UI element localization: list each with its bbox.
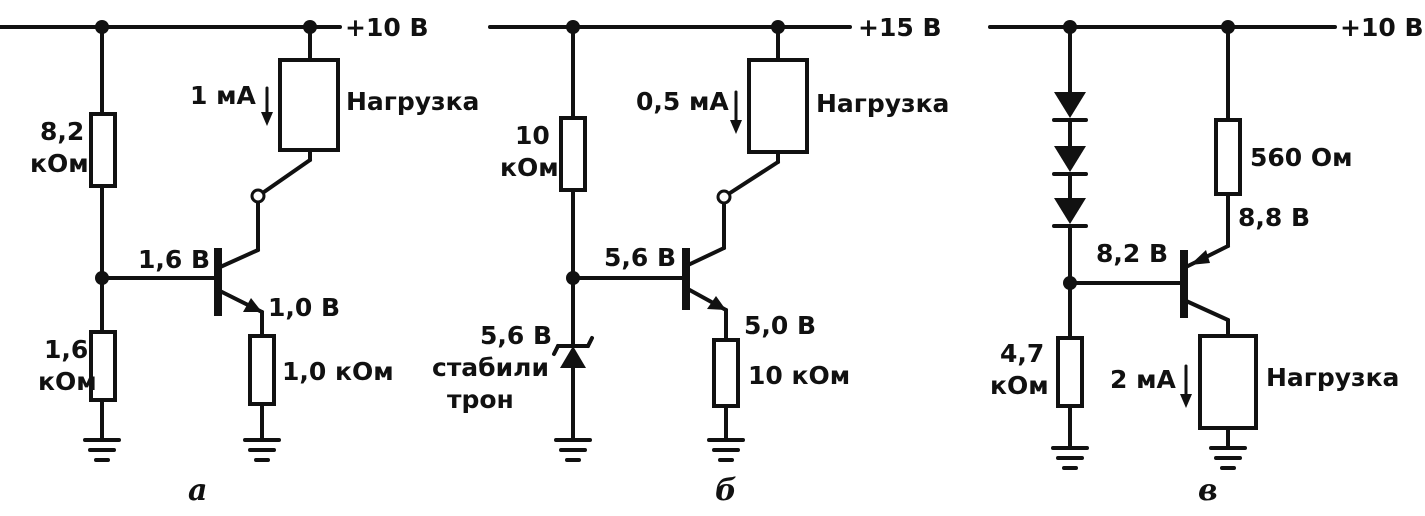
emitter-voltage-label: 1,0 В [268,293,340,322]
pnp-transistor-c [1180,192,1230,338]
resistor-emitter-c [1214,118,1242,196]
resistor-value: 1,6 [44,335,88,364]
circuit-b: +15 В 10 кОм 5,6 В 5,6 В стабили трон 5,… [432,13,949,508]
circuit-c: +10 В 560 Ом 8,8 В 8,2 В 4,7 кОм 2 мА На… [988,13,1424,508]
load-box-c [1198,334,1258,430]
resistor-unit: кОм [38,367,97,396]
emitter-resistor-label: 10 кОм [748,361,850,390]
zener-voltage-label: 5,6 В [480,321,552,350]
switch-arm [262,158,312,194]
emitter-voltage-label: 8,8 В [1238,203,1310,232]
ground-symbol [1051,446,1089,470]
emitter-resistor-label: 560 Ом [1250,143,1353,172]
load-current-label: 1 мА [190,81,257,110]
resistor-emitter-a [248,334,276,406]
caption-a: а [188,473,207,508]
supply-label: +15 В [858,13,942,42]
emitter-voltage-label: 5,0 В [744,311,816,340]
npn-transistor-b [682,200,728,312]
resistor-top-b [559,116,587,192]
resistor-top-a [89,112,117,188]
load-label: Нагрузка [346,87,479,116]
zener-label: стабили [432,353,549,382]
circuit-a: +10 В 8,2 кОм 1,6 кОм 1,6 В 1,0 В 1,0 кО… [0,13,479,508]
diode-2 [1052,146,1088,176]
switch-arm [728,160,780,195]
current-arrow [730,90,742,134]
emitter-resistor-label: 1,0 кОм [282,357,394,386]
supply-label: +10 В [345,13,429,42]
resistor-value: 10 [515,121,550,150]
zener-diode [552,336,594,368]
switch-contact [250,188,266,204]
load-current-label: 0,5 мА [636,87,729,116]
resistor-bottom-c [1056,336,1084,408]
caption-b: б [715,473,737,508]
base-voltage-label: 5,6 В [604,243,676,272]
base-voltage-label: 1,6 В [138,245,210,274]
resistor-bottom-a [89,330,117,402]
resistor-unit: кОм [990,371,1049,400]
resistor-emitter-b [712,338,740,408]
current-arrow [1180,364,1192,408]
resistor-unit: кОм [30,149,89,178]
ground-symbol [554,438,592,462]
resistor-unit: кОм [500,153,559,182]
load-label: Нагрузка [816,89,949,118]
diode-3 [1052,198,1088,228]
current-arrow [261,86,273,126]
resistor-value: 8,2 [40,117,84,146]
supply-label: +10 В [1340,13,1424,42]
npn-transistor-a [214,198,264,316]
ground-symbol [707,438,745,462]
resistor-value: 4,7 [1000,339,1044,368]
load-label: Нагрузка [1266,363,1399,392]
switch-contact [716,189,732,205]
ground-symbol [83,438,121,462]
load-current-label: 2 мА [1110,365,1177,394]
base-voltage-label: 8,2 В [1096,239,1168,268]
load-box-a [278,58,340,152]
diode-1 [1052,92,1088,122]
ground-symbol [1209,446,1247,470]
load-box-b [747,58,809,154]
ground-symbol [243,438,281,462]
caption-c: в [1198,473,1218,508]
zener-label: трон [447,385,514,414]
